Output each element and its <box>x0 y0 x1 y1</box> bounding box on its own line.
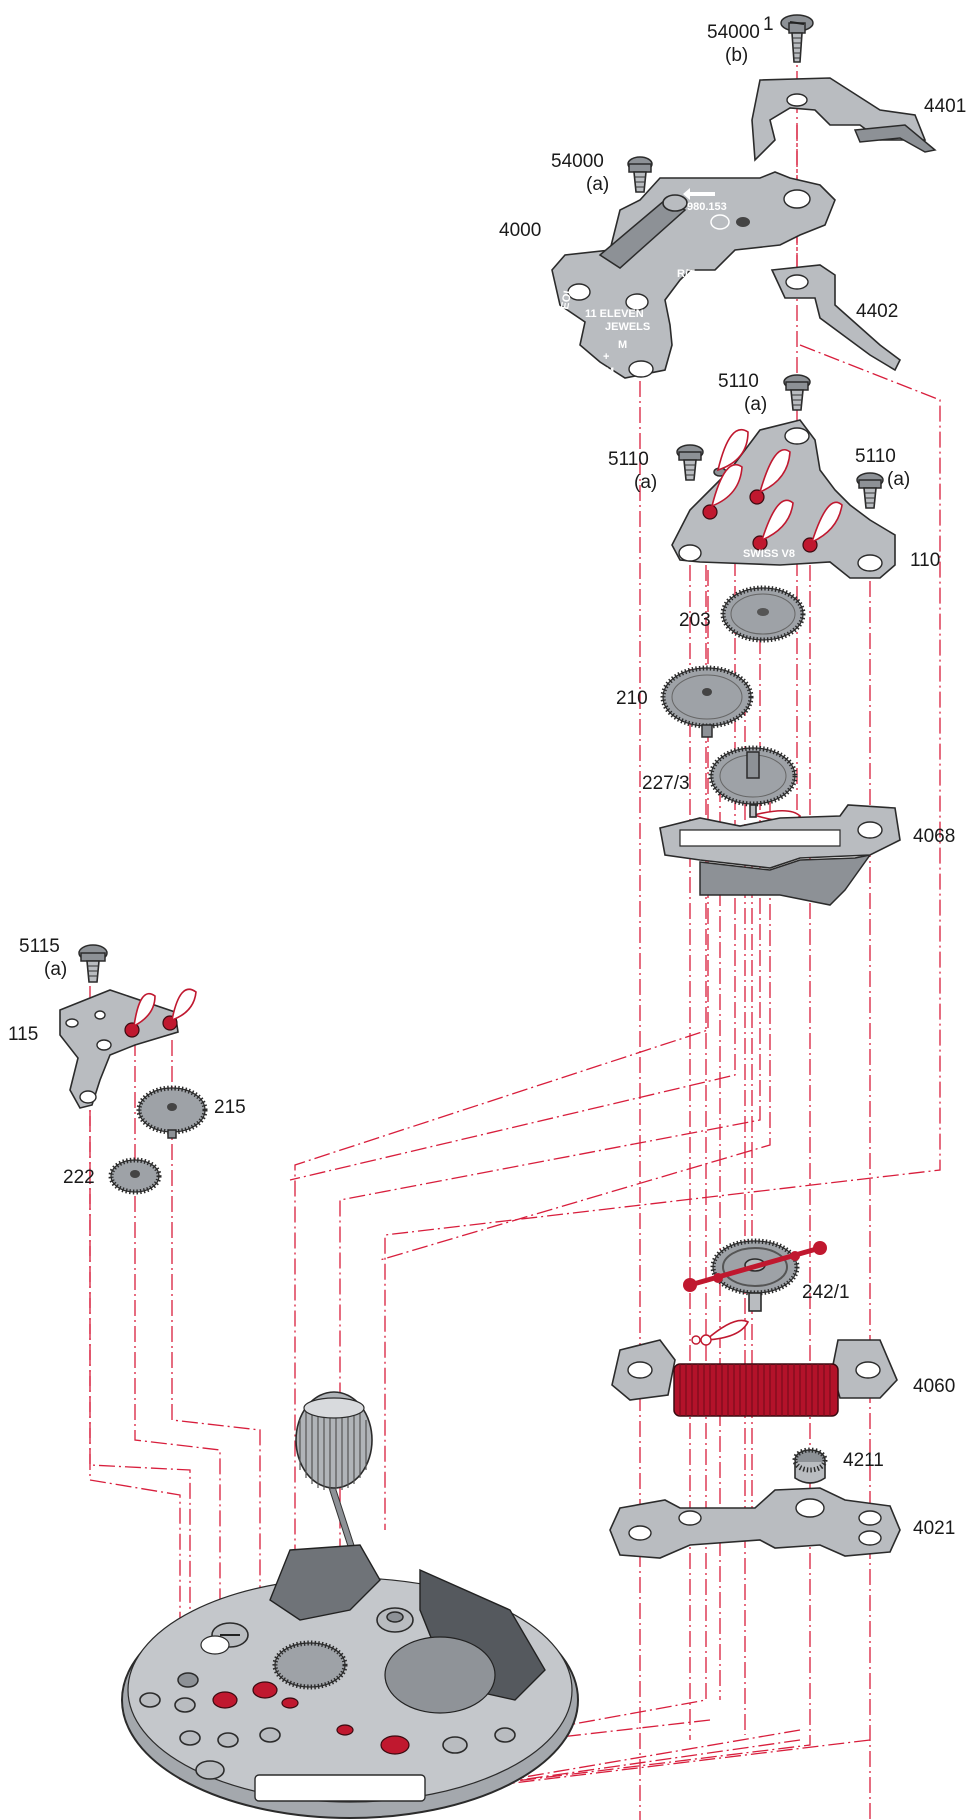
plate-4000-m1: M <box>618 339 627 351</box>
assembly-guide-lines <box>89 45 941 1820</box>
gear-227-3 <box>708 745 802 822</box>
screw-5110-right <box>856 472 884 509</box>
label-5115: 5115 <box>19 936 60 957</box>
label-115: 115 <box>8 1024 38 1045</box>
label-5110-left-sub: (a) <box>634 472 657 493</box>
part-4401-bracket <box>751 77 937 162</box>
label-54000-a-sub: (a) <box>586 174 609 195</box>
bridge-115 <box>59 988 197 1109</box>
label-54000-b-sup: 1 <box>763 14 774 35</box>
bridge-110-engraving: SWISS V8 <box>743 548 795 560</box>
plate-4021 <box>609 1487 901 1559</box>
label-4402: 4402 <box>856 301 898 322</box>
plate-4000-plus: + <box>603 351 609 363</box>
plate-4000-m2: M <box>605 366 614 378</box>
bridge-110: SWISS V8 <box>671 419 896 579</box>
label-215: 215 <box>214 1097 246 1118</box>
label-4021: 4021 <box>913 1518 955 1539</box>
label-110: 110 <box>910 550 940 571</box>
label-5110-top: 5110 <box>718 371 759 392</box>
label-5110-right: 5110 <box>855 446 896 467</box>
pinion-4211 <box>792 1447 828 1484</box>
label-222: 222 <box>63 1167 95 1188</box>
label-227-3: 227/3 <box>642 773 690 794</box>
plate-4000-eol: EOL <box>559 286 575 311</box>
label-203: 203 <box>679 610 711 631</box>
gear-210 <box>660 665 754 738</box>
plate-4000-number: 980.153 <box>687 201 727 213</box>
rotor-242-1 <box>683 1238 827 1346</box>
part-labels: 54000 1 (b) 4401 54000 (a) 4000 4402 511… <box>8 14 966 1539</box>
label-4068: 4068 <box>913 826 955 847</box>
label-5110-right-sub: (a) <box>887 469 910 490</box>
part-4068-frame <box>659 804 901 906</box>
gear-215 <box>136 1085 208 1139</box>
gear-203 <box>720 585 806 643</box>
label-210: 210 <box>616 688 648 709</box>
coil-4060 <box>611 1339 898 1417</box>
screw-5115 <box>78 944 108 983</box>
label-242-1: 242/1 <box>802 1282 850 1303</box>
plate-4000-jewels-2: JEWELS <box>605 321 650 333</box>
label-5115-sub: (a) <box>44 959 67 980</box>
screw-54000-a <box>627 156 653 193</box>
label-54000-a: 54000 <box>551 151 604 172</box>
label-54000-b: 54000 <box>707 22 760 43</box>
part-4402-lever <box>770 264 902 372</box>
label-4401: 4401 <box>924 96 966 117</box>
screw-5110-top <box>783 374 811 411</box>
screw-5110-left <box>676 444 704 481</box>
label-54000-b-sub: (b) <box>725 45 748 66</box>
plate-4000: 980.153 11 ELEVEN JEWELS R/T EOL M M + <box>551 171 836 379</box>
label-4000: 4000 <box>499 220 541 241</box>
label-4211: 4211 <box>843 1450 884 1471</box>
label-5110-top-sub: (a) <box>744 394 767 415</box>
gear-222 <box>108 1157 162 1195</box>
label-4060: 4060 <box>913 1376 955 1397</box>
label-5110-left: 5110 <box>608 449 649 470</box>
plate-4000-rt: R/T <box>677 268 695 280</box>
main-plate-movement <box>121 1391 579 1819</box>
screw-54000-b <box>780 14 814 63</box>
plate-4000-jewels-1: 11 ELEVEN <box>585 308 644 320</box>
